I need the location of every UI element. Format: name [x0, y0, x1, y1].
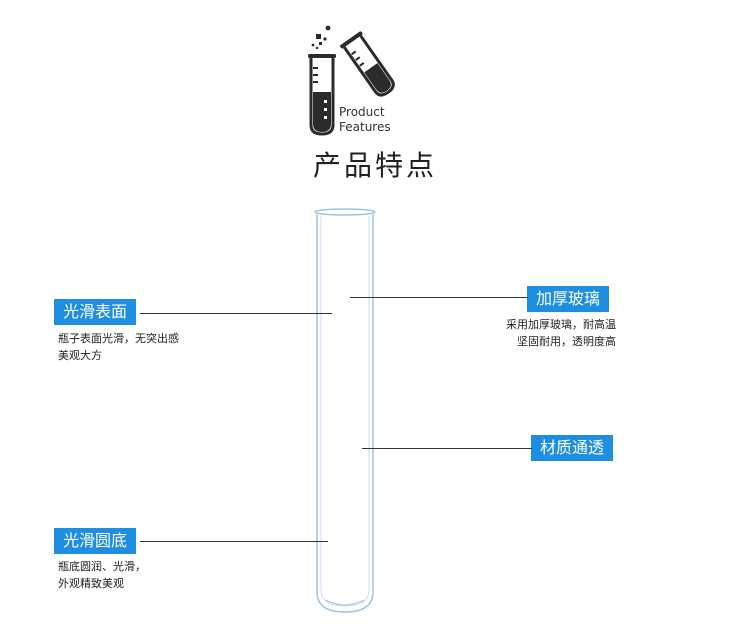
- test-tube-illustration: [314, 208, 376, 613]
- callout-line-thick-glass: [350, 297, 528, 298]
- feature-desc-smooth-bottom: 瓶底圆润、光滑， 外观精致美观: [58, 558, 146, 592]
- feature-tag-thick-glass: 加厚玻璃: [527, 286, 610, 312]
- desc-line: 瓶子表面光滑，无突出感: [58, 332, 179, 345]
- desc-line: 瓶底圆润、光滑，: [58, 560, 146, 573]
- logo-text-line2: Features: [339, 120, 391, 134]
- desc-line: 采用加厚玻璃，耐高温: [506, 318, 616, 331]
- feature-desc-smooth-surface: 瓶子表面光滑，无突出感 美观大方: [58, 330, 179, 364]
- desc-line: 坚固耐用，透明度高: [517, 335, 616, 348]
- callout-line-smooth-bottom: [140, 541, 328, 542]
- page-title: 产品特点: [312, 149, 437, 182]
- feature-desc-thick-glass: 采用加厚玻璃，耐高温 坚固耐用，透明度高: [470, 316, 616, 350]
- feature-tag-smooth-surface: 光滑表面: [54, 299, 137, 325]
- desc-line: 外观精致美观: [58, 577, 124, 590]
- callout-line-smooth-surface: [140, 313, 332, 314]
- feature-tag-smooth-bottom: 光滑圆底: [54, 528, 137, 554]
- desc-line: 美观大方: [58, 349, 102, 362]
- test-tubes-icon: [308, 25, 395, 136]
- callout-line-transparent-material: [362, 448, 532, 449]
- feature-tag-transparent-material: 材质通透: [531, 435, 614, 461]
- logo-text-line1: Product: [339, 105, 385, 119]
- logo-text: Product Features: [339, 105, 391, 135]
